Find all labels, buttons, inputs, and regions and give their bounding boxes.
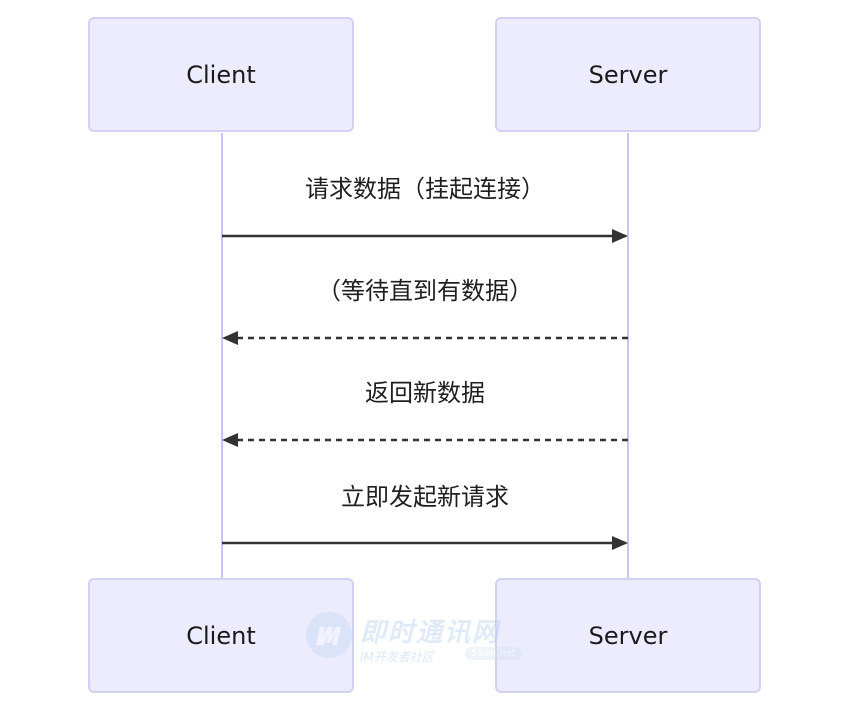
- server-actor-label: Server: [588, 60, 668, 89]
- server-actor-label: Server: [588, 621, 668, 650]
- watermark-logo-icon: [306, 612, 352, 658]
- watermark-name: 即时通讯网: [360, 618, 501, 648]
- message-label-1: 请求数据（挂起连接）: [305, 175, 545, 203]
- client-actor-bottom: Client: [88, 578, 354, 693]
- watermark: 即时通讯网 IM开发者社区 52im.net: [300, 606, 540, 670]
- message-label-4: 立即发起新请求: [341, 483, 509, 511]
- client-actor-label: Client: [186, 621, 256, 650]
- message-label-3: 返回新数据: [365, 379, 485, 407]
- watermark-subtitle: IM开发者社区: [360, 650, 434, 664]
- server-actor-bottom: Server: [495, 578, 761, 693]
- client-actor-label: Client: [186, 60, 256, 89]
- server-actor-top: Server: [495, 17, 761, 132]
- message-label-2: （等待直到有数据）: [317, 277, 533, 305]
- client-actor-top: Client: [88, 17, 354, 132]
- watermark-domain: 52im.net: [465, 647, 522, 660]
